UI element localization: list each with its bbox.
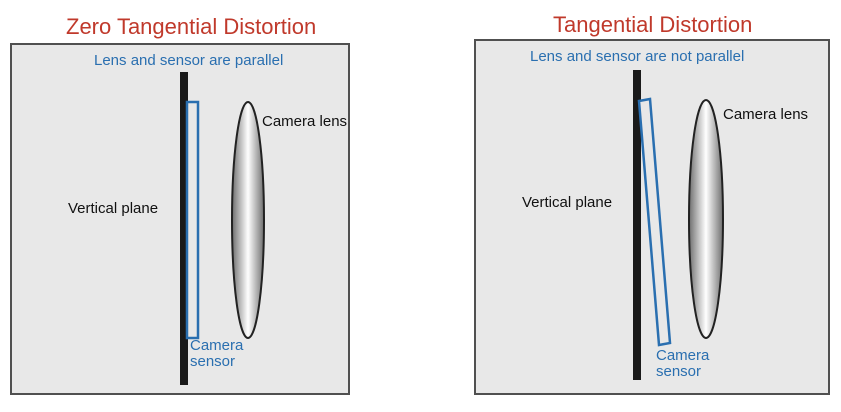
left-subtitle: Lens and sensor are parallel	[94, 52, 284, 69]
right-sensor-label-line2: sensor	[656, 363, 702, 380]
left-camera-lens	[231, 101, 265, 339]
right-title: Tangential Distortion	[553, 12, 753, 37]
right-sensor-label: Camera sensor	[656, 348, 709, 380]
right-vertical-plane	[633, 70, 641, 380]
left-lens-label: Camera lens	[262, 113, 348, 130]
right-camera-lens	[688, 99, 724, 339]
right-lens-label: Camera lens	[723, 106, 809, 123]
right-camera-sensor	[637, 97, 672, 347]
left-title: Zero Tangential Distortion	[66, 14, 317, 39]
right-sensor-label-line1: Camera	[656, 347, 710, 364]
left-sensor-label: Camera sensor	[190, 338, 243, 370]
left-sensor-label-line2: sensor	[190, 353, 236, 370]
left-plane-label: Vertical plane	[68, 200, 159, 217]
right-plane-label: Vertical plane	[522, 194, 613, 211]
left-sensor-label-line1: Camera	[190, 337, 244, 354]
right-subtitle: Lens and sensor are not parallel	[530, 48, 745, 65]
left-vertical-plane	[180, 72, 188, 385]
left-camera-sensor	[185, 100, 200, 340]
